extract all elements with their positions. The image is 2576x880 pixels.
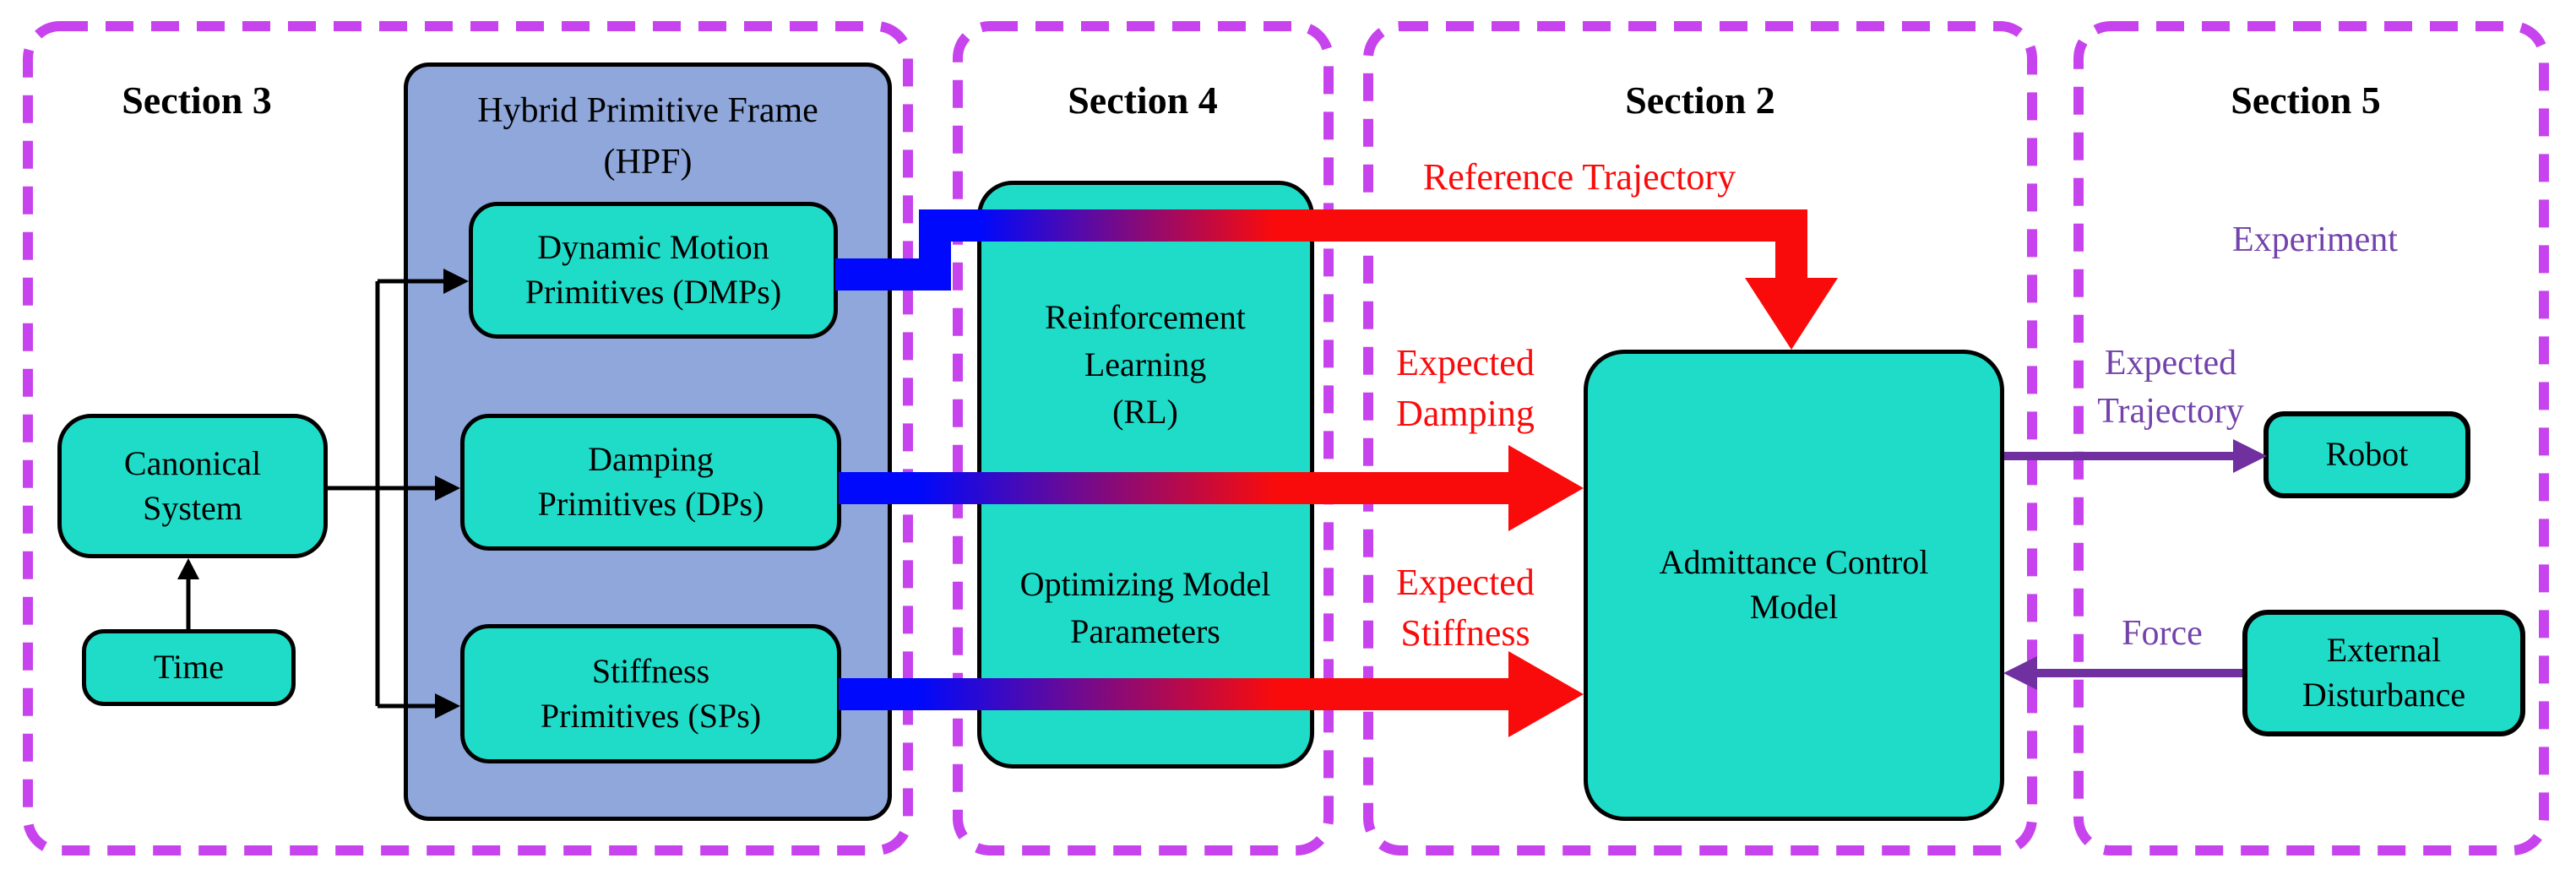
rl-lower-text: Optimizing Model Parameters [1020, 561, 1271, 655]
rl-line4: Optimizing Model [1019, 565, 1271, 603]
section5-label: Section 5 [2231, 79, 2381, 122]
time-label: Time [153, 648, 224, 687]
expected-damping-line2: Damping [1396, 392, 1535, 434]
rl-upper-text: Reinforcement Learning (RL) [1045, 294, 1246, 436]
time-box: Time [82, 629, 296, 706]
rl-line3: (RL) [1112, 393, 1178, 431]
canonical-line1: Canonical [123, 443, 262, 482]
canonical-system-box: Canonical System [57, 414, 328, 558]
external-disturbance-box: External Disturbance [2242, 610, 2525, 736]
rl-box [977, 181, 1314, 769]
reference-down-bar [1775, 239, 1807, 281]
damping-arrowhead [1508, 445, 1584, 531]
sps-line2: Primitives (SPs) [540, 696, 762, 735]
expected-trajectory-label: Expected Trajectory [2097, 340, 2243, 436]
dmps-line1: Dynamic Motion [537, 228, 769, 267]
section2-label: Section 2 [1625, 79, 1775, 122]
expected-stiffness-line1: Expected [1396, 562, 1535, 603]
sps-line1: Stiffness [591, 651, 710, 690]
force-label: Force [2122, 614, 2203, 653]
stiffness-arrowhead [1508, 651, 1584, 737]
expected-trajectory-line2: Trajectory [2097, 392, 2244, 432]
time-to-canonical-arrowhead [177, 558, 199, 579]
robot-label: Robot [2325, 435, 2409, 474]
experiment-label: Experiment [2232, 220, 2398, 259]
hpf-title-line2: (HPF) [603, 142, 693, 182]
expected-damping-line1: Expected [1396, 342, 1535, 383]
admittance-line2: Model [1749, 588, 1839, 626]
admittance-box: Admittance Control Model [1584, 350, 2004, 821]
section4-label: Section 4 [1068, 79, 1218, 122]
dps-line1: Damping [588, 440, 714, 479]
dmps-box: Dynamic Motion Primitives (DMPs) [469, 202, 838, 339]
reference-riser-bar [919, 209, 951, 291]
dps-box: Damping Primitives (DPs) [460, 414, 841, 551]
expected-stiffness-label: Expected Stiffness [1396, 557, 1535, 659]
dmps-line2: Primitives (DMPs) [524, 273, 782, 311]
canonical-line2: System [143, 488, 242, 527]
reference-arrowhead [1745, 278, 1838, 350]
force-arrowhead [2003, 656, 2037, 690]
dps-line2: Primitives (DPs) [537, 485, 764, 523]
reference-trajectory-label: Reference Trajectory [1422, 156, 1736, 198]
external-line1: External [2326, 631, 2442, 670]
rl-line2: Learning [1084, 345, 1207, 383]
sps-box: Stiffness Primitives (SPs) [460, 624, 841, 763]
external-line2: Disturbance [2302, 676, 2466, 714]
expected-trajectory-arrowhead [2233, 439, 2267, 473]
expected-damping-label: Expected Damping [1396, 338, 1535, 439]
rl-line1: Reinforcement [1045, 298, 1246, 336]
section3-label: Section 3 [122, 79, 272, 122]
hpf-title-line1: Hybrid Primitive Frame [477, 91, 818, 130]
expected-trajectory-line1: Expected [2104, 344, 2237, 383]
expected-stiffness-line2: Stiffness [1400, 611, 1530, 654]
robot-box: Robot [2264, 411, 2470, 498]
rl-line5: Parameters [1070, 612, 1220, 650]
admittance-line1: Admittance Control [1659, 543, 1929, 582]
